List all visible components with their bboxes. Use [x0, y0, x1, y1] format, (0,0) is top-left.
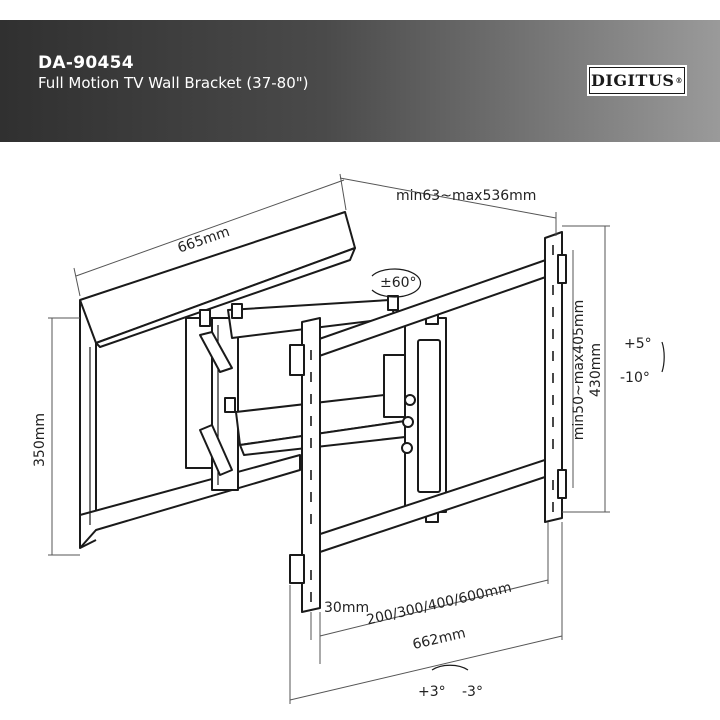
hole-offset-label: 30mm — [324, 600, 369, 616]
tilt-up-label: +5° — [624, 336, 652, 352]
level-minus-label: -3° — [462, 684, 483, 700]
header-banner: DA-90454 Full Motion TV Wall Bracket (37… — [0, 20, 720, 142]
plate-height-label: 350mm — [32, 413, 48, 467]
model-number: DA-90454 — [38, 53, 134, 73]
rotation-arrows — [371, 268, 665, 671]
depth-label: min63~max536mm — [396, 188, 536, 204]
tilt-down-label: -10° — [620, 370, 650, 386]
swivel-arrow-icon — [371, 268, 422, 298]
wall-plate — [79, 211, 356, 549]
registered-mark: ® — [675, 76, 683, 85]
vesa-horizontal-label: 200/300/400/600mm — [365, 580, 513, 629]
tilt-arrow-icon — [661, 341, 665, 373]
dimension-lines — [48, 173, 610, 704]
brand-logo: DIGITUS® — [587, 65, 687, 96]
mounting-slots — [310, 245, 554, 602]
tv-vertical-arms — [289, 231, 567, 613]
product-title: Full Motion TV Wall Bracket (37-80") — [38, 74, 309, 92]
vesa-vertical-label: min50~max405mm — [571, 300, 587, 440]
brand-name: DIGITUS — [591, 71, 675, 90]
frame-width-label: 662mm — [411, 625, 467, 653]
tilt-head — [401, 309, 447, 523]
frame-height-label: 430mm — [588, 343, 604, 397]
level-arrow-icon — [431, 664, 469, 671]
swivel-label: ±60° — [380, 275, 417, 291]
level-plus-label: +3° — [418, 684, 446, 700]
